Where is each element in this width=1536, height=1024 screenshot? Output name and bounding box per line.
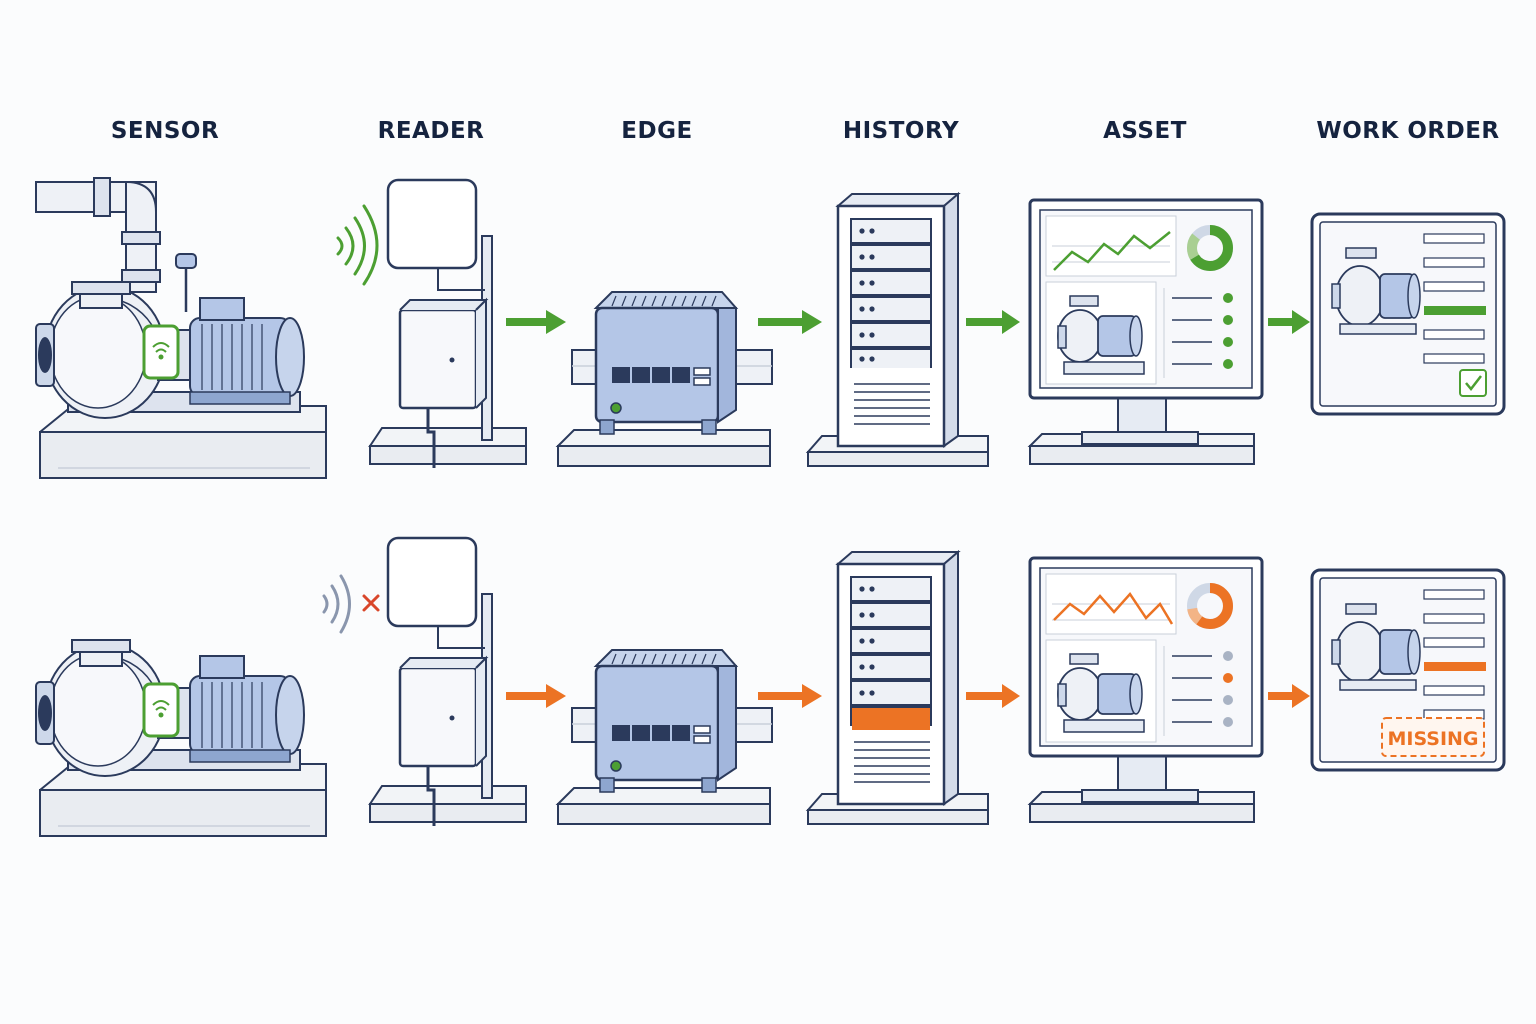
stage-label-edge: EDGE xyxy=(621,118,693,144)
work-order-progress-bar xyxy=(1424,306,1486,315)
stage-label-reader: READER xyxy=(377,118,485,144)
status-dots xyxy=(1223,293,1233,369)
missing-label: MISSING xyxy=(1387,728,1478,750)
stage-label-history: HISTORY xyxy=(842,118,960,144)
flow-arrow-icon xyxy=(506,310,1310,334)
flow-arrow-icon xyxy=(506,684,1310,708)
work-order-progress-bar xyxy=(1424,662,1486,671)
gateway-icon xyxy=(556,290,774,468)
blocked-x-icon xyxy=(362,594,380,612)
signal-waves-icon xyxy=(336,204,379,286)
trend-line-icon xyxy=(1053,591,1174,625)
failure-row: MISSING xyxy=(34,536,1506,838)
donut-chart-icon xyxy=(1187,225,1233,271)
rack-indicators xyxy=(859,228,875,362)
rack-error-slot xyxy=(852,708,930,730)
status-dots xyxy=(1223,651,1233,727)
trend-line-icon xyxy=(1053,231,1171,271)
gateway-icon xyxy=(556,648,774,826)
server-rack-icon xyxy=(806,192,990,468)
pump-icon xyxy=(34,638,328,838)
stage-label-sensor: SENSOR xyxy=(110,118,220,144)
missing-badge: MISSING xyxy=(1381,717,1485,757)
weak-signal-icon xyxy=(322,574,351,634)
antenna-icon xyxy=(368,178,528,470)
pipe xyxy=(35,177,197,312)
donut-chart-icon xyxy=(1187,583,1233,629)
success-row xyxy=(34,177,1506,480)
stage-label-work-order: WORK ORDER xyxy=(1316,118,1500,144)
server-rack-icon xyxy=(806,550,990,826)
stage-label-asset: ASSET xyxy=(1103,118,1187,144)
antenna-icon xyxy=(368,536,528,828)
rack-indicators xyxy=(859,586,875,696)
pump-icon xyxy=(34,280,328,480)
checkmark-icon xyxy=(1459,369,1487,397)
